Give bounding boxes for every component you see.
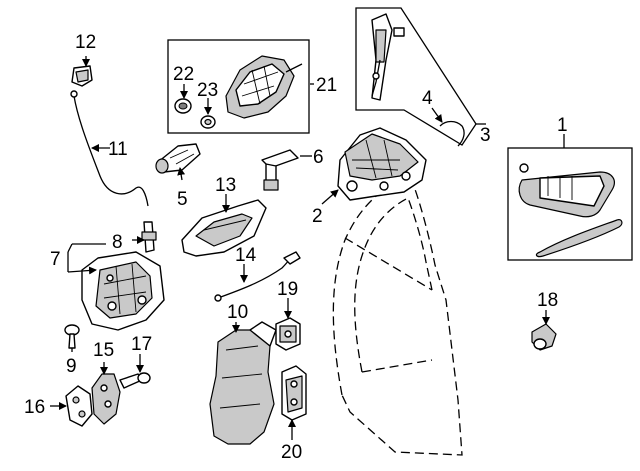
door-outline — [332, 175, 463, 456]
part-4-clip — [439, 120, 465, 147]
part-20-hinge — [281, 365, 307, 421]
part-8-rod-end — [141, 221, 157, 253]
callout-10: 10 — [227, 302, 248, 323]
part-2-lock-actuator — [337, 127, 427, 201]
part-11-lock-rod — [70, 90, 149, 207]
part-13-inside-handle — [181, 199, 267, 257]
callout-7: 7 — [50, 249, 61, 270]
callout-14: 14 — [235, 245, 257, 266]
callout-labels: 1 2 3 4 5 6 7 8 9 10 11 12 13 14 15 16 1… — [24, 32, 568, 463]
part-19-check-bracket — [275, 317, 301, 351]
part-22-grommet — [174, 98, 192, 114]
part-17-bolt — [119, 372, 151, 389]
callout-19: 19 — [277, 279, 298, 300]
callout-1: 1 — [557, 115, 568, 136]
callout-20: 20 — [281, 442, 302, 463]
part-3-cable-assembly — [355, 7, 477, 146]
callout-16: 16 — [24, 397, 45, 418]
callout-22: 22 — [173, 64, 194, 85]
callout-15: 15 — [93, 340, 114, 361]
callout-4: 4 — [422, 88, 433, 109]
part-14-release-cable — [214, 251, 301, 302]
callout-11: 11 — [108, 139, 128, 160]
part-21-box — [167, 39, 310, 134]
callout-18: 18 — [537, 290, 558, 311]
part-9-screw — [64, 324, 80, 349]
part-16-gasket — [65, 385, 93, 427]
callout-6: 6 — [313, 147, 324, 168]
leader-lines — [50, 56, 565, 440]
part-1-outside-handle — [507, 147, 633, 261]
callout-3: 3 — [480, 125, 491, 146]
callout-8: 8 — [112, 232, 123, 253]
callout-5: 5 — [177, 189, 188, 210]
part-7-door-latch — [81, 251, 165, 331]
part-12-cable-clip — [71, 65, 93, 87]
part-10-water-deflector — [209, 321, 277, 445]
part-15-seal — [91, 373, 121, 425]
part-1-box — [507, 147, 633, 261]
callout-21: 21 — [316, 75, 337, 96]
callout-12: 12 — [75, 32, 96, 53]
callout-23: 23 — [197, 80, 218, 101]
callout-2: 2 — [312, 206, 323, 227]
part-18-bumper — [531, 323, 557, 351]
callout-9: 9 — [66, 356, 77, 377]
part-21-handle-frame — [167, 39, 310, 134]
callout-17: 17 — [131, 334, 152, 355]
part-3-box — [355, 7, 477, 146]
part-6-rod-clip — [261, 149, 299, 191]
callout-13: 13 — [215, 175, 236, 196]
part-5-lock-cylinder — [155, 143, 201, 174]
part-23-cap — [200, 115, 216, 129]
